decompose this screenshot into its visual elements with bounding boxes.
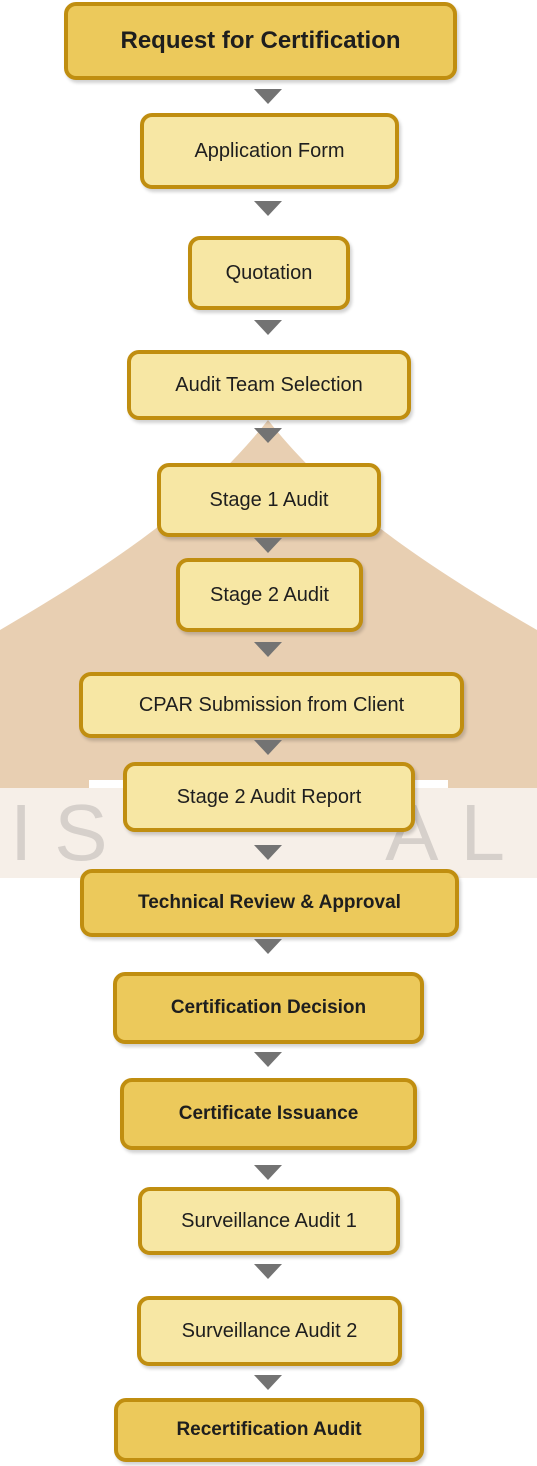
- flow-arrow: [254, 89, 282, 104]
- flow-arrow: [254, 1165, 282, 1180]
- flow-arrow: [254, 939, 282, 954]
- step-cpar-submission: CPAR Submission from Client: [79, 672, 464, 738]
- step-certification-decision: Certification Decision: [113, 972, 424, 1044]
- step-recertification-audit: Recertification Audit: [114, 1398, 424, 1462]
- step-surveillance-audit-1: Surveillance Audit 1: [138, 1187, 400, 1255]
- step-application-form: Application Form: [140, 113, 399, 189]
- step-stage-1-audit: Stage 1 Audit: [157, 463, 381, 537]
- flow-arrow: [254, 201, 282, 216]
- step-audit-team-selection: Audit Team Selection: [127, 350, 411, 420]
- step-certificate-issuance: Certificate Issuance: [120, 1078, 417, 1150]
- flow-arrow: [254, 1264, 282, 1279]
- flow-arrow: [254, 740, 282, 755]
- flow-arrow: [254, 845, 282, 860]
- step-technical-review-approval: Technical Review & Approval: [80, 869, 459, 937]
- flow-arrow: [254, 428, 282, 443]
- flow-arrow: [254, 1052, 282, 1067]
- step-stage-2-audit-report: Stage 2 Audit Report: [123, 762, 415, 832]
- flow-arrow: [254, 642, 282, 657]
- watermark-text-left: IS: [10, 788, 130, 877]
- flow-arrow: [254, 1375, 282, 1390]
- step-quotation: Quotation: [188, 236, 350, 310]
- step-request-for-certification: Request for Certification: [64, 2, 457, 80]
- step-stage-2-audit: Stage 2 Audit: [176, 558, 363, 632]
- step-surveillance-audit-2: Surveillance Audit 2: [137, 1296, 402, 1366]
- flow-arrow: [254, 320, 282, 335]
- flow-arrow: [254, 538, 282, 553]
